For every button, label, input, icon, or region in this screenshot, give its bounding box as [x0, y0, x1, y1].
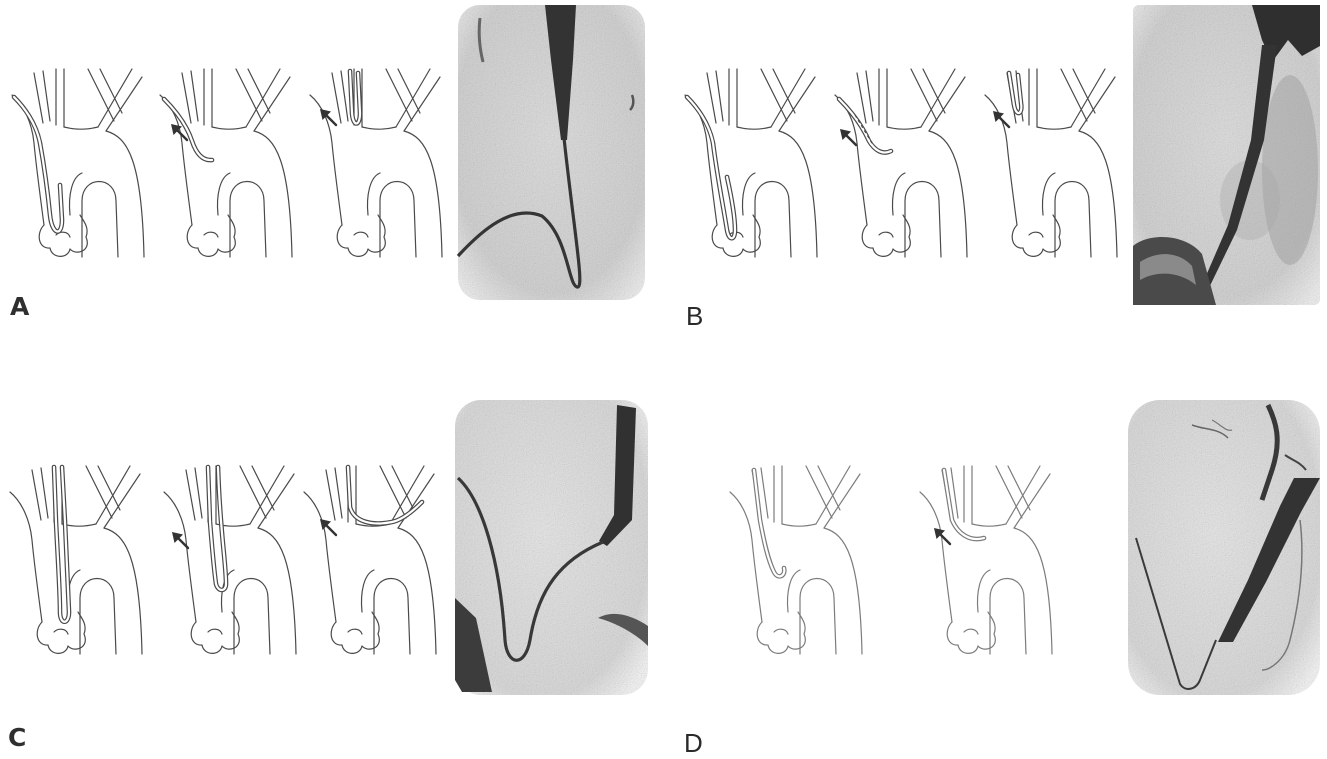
arch-diagram — [685, 69, 817, 257]
arch-diagram — [985, 69, 1117, 257]
arch-diagram — [160, 69, 292, 257]
angiogram-image — [458, 5, 645, 300]
arch-diagram — [920, 466, 1052, 654]
arch-diagram — [730, 466, 862, 654]
panel-c: C — [8, 400, 648, 752]
arch-diagram — [304, 466, 436, 654]
panel-label-a: A — [10, 292, 30, 321]
arch-diagram — [12, 69, 144, 257]
panel-label-b: B — [686, 301, 703, 331]
arch-diagram — [10, 466, 142, 654]
arch-diagram — [310, 69, 442, 257]
panel-b: B — [685, 5, 1320, 331]
angiogram-image — [455, 400, 648, 695]
panel-d: D — [684, 400, 1320, 758]
arch-diagram — [835, 69, 967, 257]
angiogram-image — [1128, 400, 1320, 695]
panel-label-d: D — [684, 728, 703, 758]
arrow-up-left-icon — [320, 519, 336, 535]
arrow-up-left-icon — [993, 111, 1009, 127]
arrow-up-left-icon — [840, 129, 856, 145]
arch-diagram — [164, 466, 296, 654]
panel-label-c: C — [8, 723, 26, 752]
angiogram-image — [1133, 5, 1320, 305]
panel-a: A — [10, 5, 645, 321]
